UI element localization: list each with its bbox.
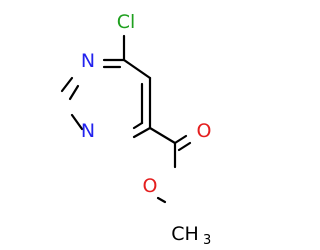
nitrogen-label-top: N — [81, 50, 95, 72]
bond-c2-n1-inner — [68, 84, 80, 101]
bond-c6-c5 — [122, 58, 152, 80]
bond-n3-c4-inner — [132, 121, 144, 130]
methyl-subscript: 3 — [203, 233, 211, 248]
bond-n3-c2 — [70, 113, 84, 131]
bond-c2-n1 — [60, 76, 74, 93]
oxygen-carbonyl-label: O — [197, 120, 212, 142]
bond-carbonyl-double-b — [177, 141, 192, 152]
molecule-svg: Cl N N O O CH 3 — [60, 11, 212, 248]
bond-carbonyl-double-a — [173, 134, 188, 145]
structure-diagram: Cl N N O O CH 3 — [60, 11, 212, 248]
chlorine-label: Cl — [117, 11, 136, 33]
oxygen-ester-label: O — [143, 175, 158, 197]
bond-c4-carbonyl-c — [148, 126, 177, 145]
bond-c4-n3 — [132, 126, 152, 139]
bond-o-methyl — [156, 196, 167, 204]
nitrogen-label-bottom: N — [81, 120, 95, 142]
methyl-label: CH — [171, 223, 199, 245]
